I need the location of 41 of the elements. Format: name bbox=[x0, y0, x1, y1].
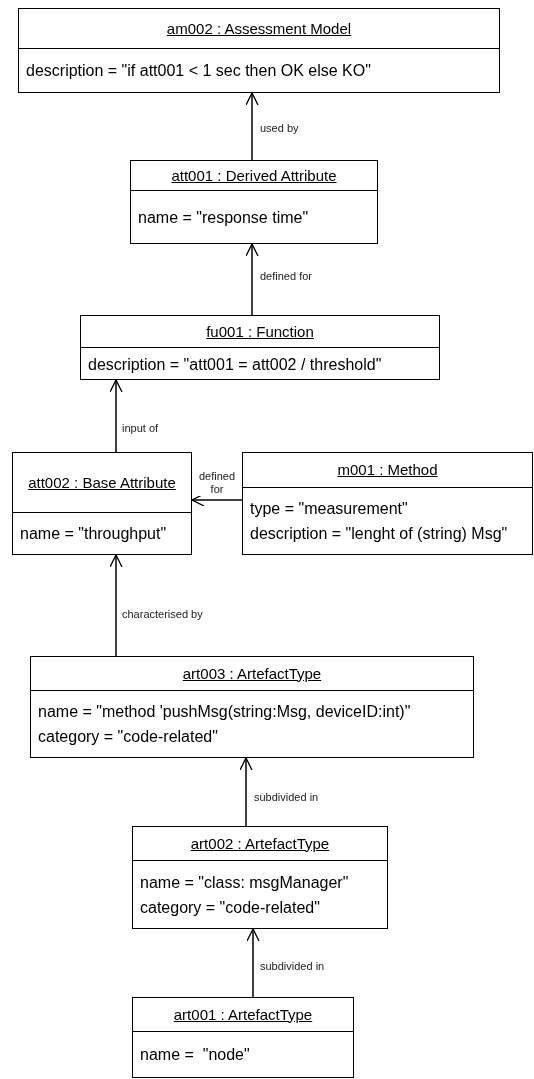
edge-label: subdivided in bbox=[260, 960, 325, 973]
arrow bbox=[109, 554, 123, 657]
attribute-text: description = "if att001 < 1 sec then OK else KO" bbox=[26, 61, 372, 81]
object-name: art001 : ArtefactType bbox=[173, 1004, 313, 1025]
arrow bbox=[245, 243, 259, 316]
arrow bbox=[245, 92, 259, 161]
object-name: att001 : Derived Attribute bbox=[171, 165, 337, 186]
object-name: m001 : Method bbox=[337, 460, 438, 480]
arrow bbox=[239, 757, 253, 827]
object-box bbox=[132, 826, 388, 929]
attribute-text: name = "response time" bbox=[138, 207, 310, 228]
arrow bbox=[246, 928, 260, 998]
object-box bbox=[30, 656, 474, 758]
object-name: att002 : Base Attribute bbox=[28, 472, 176, 493]
attribute-text: name = "node" bbox=[140, 1045, 251, 1065]
attribute-text: description = "att001 = att002 / threshold" bbox=[88, 355, 383, 375]
edge-label: subdivided in bbox=[254, 791, 319, 804]
attribute-text: name = "throughput" bbox=[20, 524, 168, 544]
attribute-text: category = "code-related" bbox=[140, 897, 321, 918]
attribute-text: name = "method 'pushMsg(string:Msg, deviceID:int)" bbox=[38, 702, 412, 722]
object-box bbox=[12, 452, 192, 555]
object-name: am002 : Assessment Model bbox=[166, 18, 352, 39]
attribute-text: name = "class: msgManager" bbox=[140, 872, 350, 893]
object-box bbox=[130, 160, 378, 244]
attribute-text: type = "measurement" bbox=[250, 499, 409, 519]
object-name: fu001 : Function bbox=[206, 321, 314, 342]
object-box bbox=[242, 452, 533, 555]
edge-label: characterised by bbox=[122, 608, 203, 621]
arrow bbox=[191, 493, 243, 507]
object-name: art003 : ArtefactType bbox=[182, 663, 322, 684]
attribute-text: description = "lenght of (string) Msg" bbox=[250, 524, 509, 544]
object-box bbox=[132, 997, 354, 1078]
edge-label: used by bbox=[260, 122, 299, 135]
arrow bbox=[109, 379, 123, 453]
edge-label: defined for bbox=[260, 270, 312, 283]
object-box bbox=[18, 8, 500, 93]
attribute-text: category = "code-related" bbox=[38, 727, 219, 747]
object-name: art002 : ArtefactType bbox=[190, 833, 330, 854]
edge-label: input of bbox=[122, 422, 159, 435]
object-box bbox=[80, 315, 440, 380]
edge-label: defined for bbox=[198, 470, 236, 496]
